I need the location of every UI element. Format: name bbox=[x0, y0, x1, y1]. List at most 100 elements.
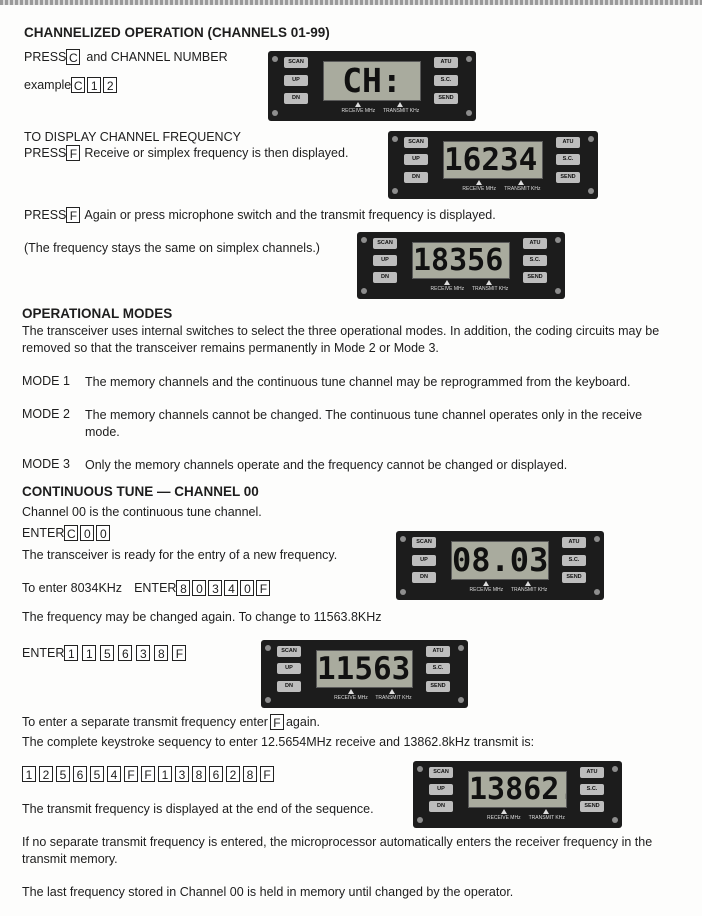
mount-hole bbox=[594, 589, 600, 595]
key-box: 1 bbox=[158, 766, 172, 782]
lcd-display: CH: 12 bbox=[323, 61, 421, 101]
btn-atu[interactable]: ATU bbox=[434, 57, 458, 68]
change-again-text: The frequency may be changed again. To c… bbox=[22, 610, 382, 624]
btn-atu[interactable]: ATU bbox=[523, 238, 547, 249]
btn-send[interactable]: SEND bbox=[523, 272, 547, 283]
btn-sc[interactable]: S.C. bbox=[562, 554, 586, 566]
mount-hole bbox=[466, 110, 472, 116]
enter-word: ENTER bbox=[22, 526, 65, 540]
press-word: PRESS bbox=[24, 50, 67, 64]
btn-up[interactable]: UP bbox=[284, 75, 308, 86]
btn-sc[interactable]: S.C. bbox=[434, 75, 458, 86]
mount-hole bbox=[400, 536, 406, 542]
no-separate-text: If no separate transmit frequency is ent… bbox=[22, 835, 653, 866]
receive-marker bbox=[347, 689, 354, 694]
press-c-text: and CHANNEL NUMBER bbox=[86, 50, 228, 64]
key-box: 2 bbox=[103, 77, 118, 93]
btn-up[interactable]: UP bbox=[404, 154, 428, 166]
mount-hole bbox=[588, 188, 594, 194]
mount-hole bbox=[361, 288, 367, 294]
transmit-label: TRANSMIT KHz bbox=[375, 695, 412, 701]
btn-atu[interactable]: ATU bbox=[426, 646, 450, 657]
key-box: C bbox=[64, 525, 79, 541]
key-box: 1 bbox=[87, 77, 102, 93]
btn-up[interactable]: UP bbox=[373, 255, 397, 266]
mount-hole bbox=[392, 136, 398, 142]
btn-up[interactable]: UP bbox=[277, 663, 301, 675]
btn-scan[interactable]: SCAN bbox=[284, 57, 308, 68]
btn-dn[interactable]: DN bbox=[284, 93, 308, 104]
key-box: 0 bbox=[96, 525, 111, 541]
mount-hole bbox=[361, 237, 367, 243]
mount-hole bbox=[392, 188, 398, 194]
btn-sc[interactable]: S.C. bbox=[523, 255, 547, 266]
btn-scan[interactable]: SCAN bbox=[404, 137, 428, 148]
key-box: 8 bbox=[176, 580, 191, 596]
tx-displayed-text: The transmit frequency is displayed at t… bbox=[22, 802, 374, 816]
mount-hole bbox=[458, 645, 464, 651]
btn-up[interactable]: UP bbox=[429, 784, 453, 795]
receive-marker bbox=[355, 102, 362, 107]
btn-sc[interactable]: S.C. bbox=[556, 154, 580, 166]
btn-dn[interactable]: DN bbox=[404, 171, 428, 183]
btn-atu[interactable]: ATU bbox=[562, 537, 586, 548]
btn-sc[interactable]: S.C. bbox=[580, 784, 604, 795]
btn-send[interactable]: SEND bbox=[426, 680, 450, 692]
key-box: 1 bbox=[64, 645, 79, 661]
key-box: F bbox=[260, 766, 274, 782]
btn-scan[interactable]: SCAN bbox=[412, 537, 436, 548]
mount-hole bbox=[272, 56, 278, 62]
btn-scan[interactable]: SCAN bbox=[429, 767, 453, 778]
receive-label: RECEIVE MHz bbox=[462, 186, 496, 192]
btn-scan[interactable]: SCAN bbox=[277, 646, 301, 657]
mount-hole bbox=[612, 817, 618, 823]
separate-tx-pre: To enter a separate transmit frequency e… bbox=[22, 715, 268, 729]
key-c: C bbox=[66, 49, 81, 65]
btn-atu[interactable]: ATU bbox=[556, 137, 580, 148]
btn-send[interactable]: SEND bbox=[562, 572, 586, 584]
btn-dn[interactable]: DN bbox=[277, 680, 301, 692]
btn-send[interactable]: SEND bbox=[556, 171, 580, 183]
key-box: F bbox=[124, 766, 138, 782]
btn-dn[interactable]: DN bbox=[373, 272, 397, 283]
btn-send[interactable]: SEND bbox=[580, 801, 604, 812]
separate-tx-post: again. bbox=[285, 715, 321, 729]
key-f-again: F bbox=[66, 207, 81, 223]
btn-send[interactable]: SEND bbox=[434, 93, 458, 104]
key-box: 1 bbox=[82, 645, 97, 661]
press-word-2: PRESS bbox=[24, 146, 67, 160]
key-box: 1 bbox=[22, 766, 36, 782]
transmit-marker bbox=[485, 280, 492, 285]
mount-hole bbox=[466, 56, 472, 62]
btn-atu[interactable]: ATU bbox=[580, 767, 604, 778]
btn-up[interactable]: UP bbox=[412, 554, 436, 566]
btn-scan[interactable]: SCAN bbox=[373, 238, 397, 249]
transmit-label: TRANSMIT KHz bbox=[504, 186, 541, 192]
simplex-note: (The frequency stays the same on simplex… bbox=[24, 241, 320, 255]
lcd-display: 13862.8 bbox=[468, 771, 567, 808]
press-f-text: Receive or simplex frequency is then dis… bbox=[84, 146, 349, 160]
transmit-label: TRANSMIT KHz bbox=[382, 108, 420, 114]
transmit-marker bbox=[396, 102, 403, 107]
btn-dn[interactable]: DN bbox=[429, 801, 453, 812]
lcd-display: 11563.8 bbox=[316, 650, 413, 688]
key-box: 5 bbox=[90, 766, 104, 782]
receive-marker bbox=[483, 581, 490, 586]
btn-dn[interactable]: DN bbox=[412, 572, 436, 584]
enter-word-2: ENTER bbox=[134, 581, 177, 595]
mode-1-label: MODE 1 bbox=[22, 374, 70, 388]
mode-2-label: MODE 2 bbox=[22, 407, 70, 421]
mode-3-label: MODE 3 bbox=[22, 457, 70, 471]
btn-sc[interactable]: S.C. bbox=[426, 663, 450, 675]
key-box: C bbox=[71, 77, 86, 93]
